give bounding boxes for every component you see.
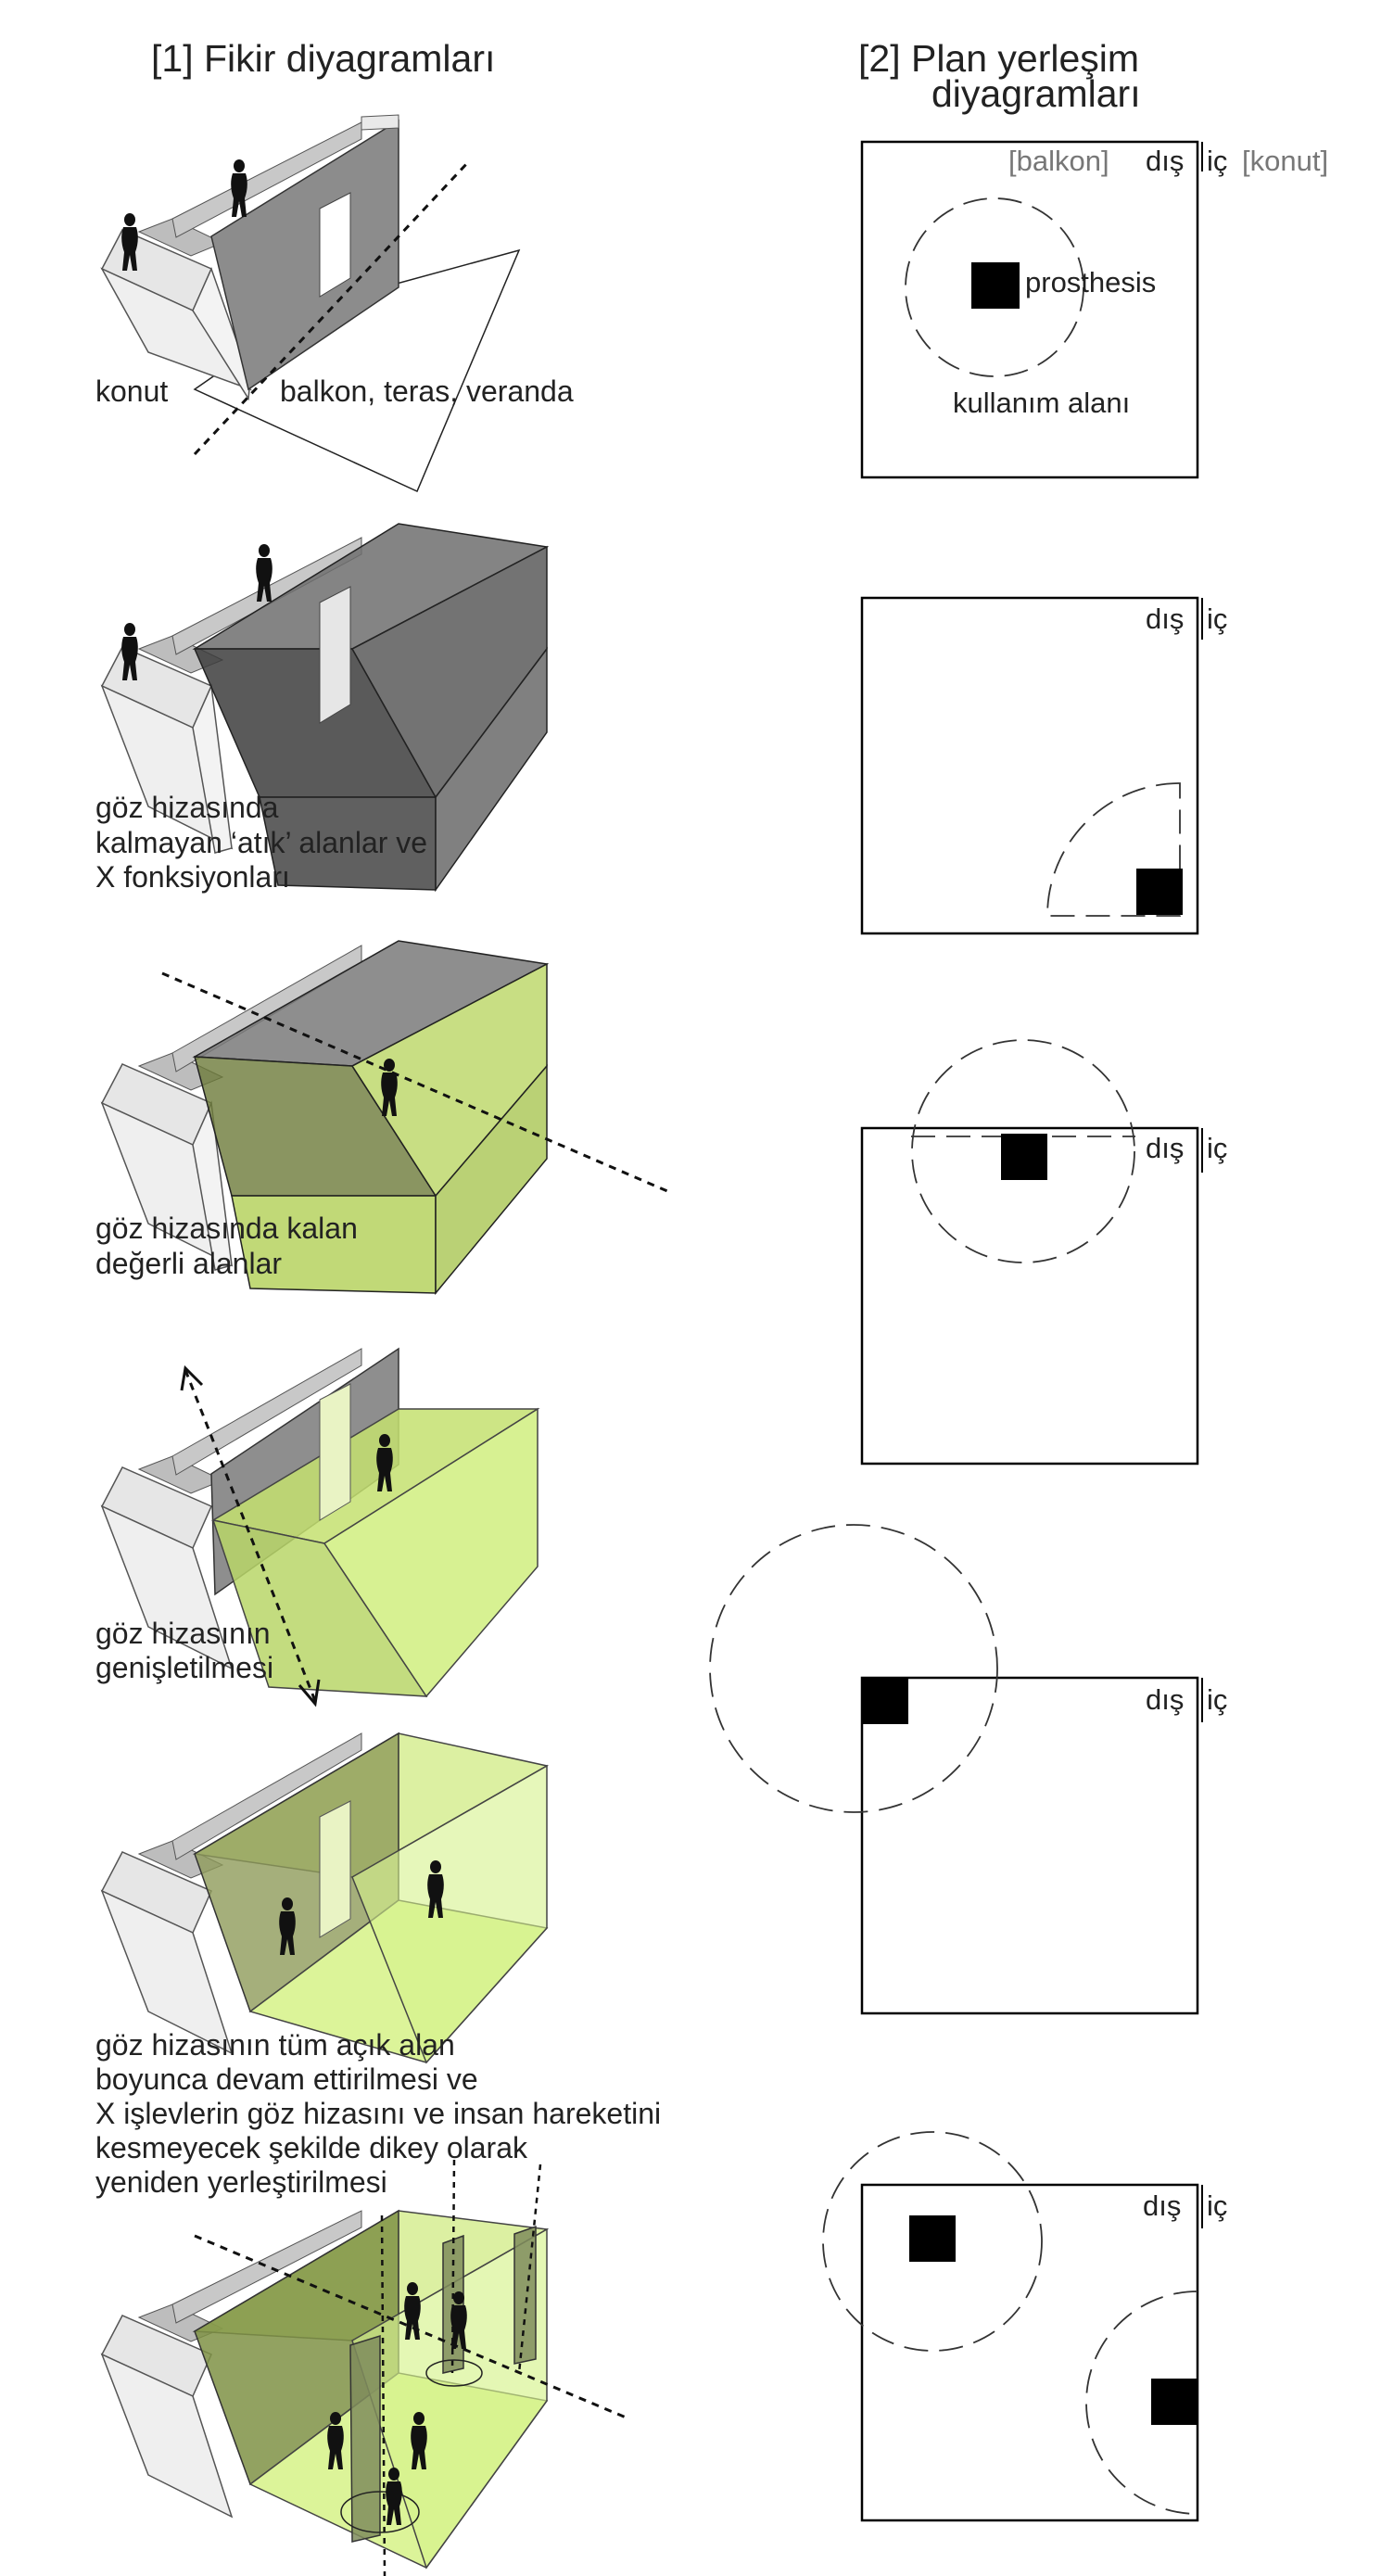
caption-2-line-2: kalmayan ‘atık’ alanlar ve bbox=[95, 826, 428, 859]
plan-diagram-4 bbox=[709, 1524, 1203, 2015]
caption-2-line-3: X fonksiyonları bbox=[95, 860, 290, 894]
plan-3-label-outside: dış bbox=[1146, 1132, 1185, 1164]
column-2-heading-line-2: diyagramları bbox=[931, 72, 1141, 115]
plan-diagram-1 bbox=[860, 140, 1203, 479]
caption-5-line-1: göz hizasının tüm açık alan bbox=[95, 2028, 455, 2062]
caption-3-line-2: değerli alanlar bbox=[95, 1247, 283, 1280]
caption-5-line-3: X işlevlerin göz hizasını ve insan harek… bbox=[95, 2097, 662, 2130]
plan-1-label-outside: dış bbox=[1146, 145, 1185, 177]
caption-5-line-2: boyunca devam ettirilmesi ve bbox=[95, 2062, 478, 2096]
column-1-heading: [1] Fikir diyagramları bbox=[151, 37, 496, 80]
plan-5-label-inside: iç bbox=[1207, 2189, 1228, 2222]
plan-1-label-inside: iç bbox=[1207, 145, 1228, 177]
idea-diagram-5 bbox=[100, 1732, 550, 2064]
column-2-heading-line-1: [2] Plan yerleşim bbox=[858, 37, 1140, 80]
plan-5-label-outside: dış bbox=[1143, 2189, 1182, 2222]
plan-1-bracket-housing: [konut] bbox=[1242, 145, 1329, 177]
idea-diagram-4 bbox=[100, 1347, 540, 1707]
plan-2-label-inside: iç bbox=[1207, 603, 1228, 635]
plan-diagram-2 bbox=[860, 596, 1203, 935]
plan-2-label-outside: dış bbox=[1146, 603, 1185, 635]
caption-5-line-5: yeniden yerleştirilmesi bbox=[95, 2165, 387, 2199]
caption-balcony: balkon, teras, veranda bbox=[280, 374, 574, 408]
plan-1-prosthesis-label: prosthesis bbox=[1025, 266, 1157, 298]
caption-housing: konut bbox=[95, 374, 169, 408]
caption-3-line-1: göz hizasında kalan bbox=[95, 1212, 358, 1245]
idea-diagram-3 bbox=[100, 940, 668, 1296]
idea-diagram-1 bbox=[100, 114, 521, 493]
caption-4-line-2: genişletilmesi bbox=[95, 1651, 274, 1684]
caption-5-line-4: kesmeyecek şekilde dikey olarak bbox=[95, 2131, 527, 2164]
idea-diagram-6 bbox=[100, 2159, 631, 2576]
plan-1-bracket-balcony: [balkon] bbox=[1008, 145, 1109, 177]
plan-4-label-outside: dış bbox=[1146, 1683, 1185, 1716]
plan-4-label-inside: iç bbox=[1207, 1683, 1228, 1716]
caption-2-line-1: göz hizasında bbox=[95, 791, 279, 824]
plan-3-label-inside: iç bbox=[1207, 1132, 1228, 1164]
plan-diagram-5 bbox=[822, 2131, 1203, 2522]
plan-1-usage-area-label: kullanım alanı bbox=[953, 387, 1131, 419]
plan-diagram-3 bbox=[860, 1039, 1203, 1466]
caption-4-line-1: göz hizasının bbox=[95, 1617, 271, 1650]
idea-diagram-2 bbox=[100, 523, 550, 893]
